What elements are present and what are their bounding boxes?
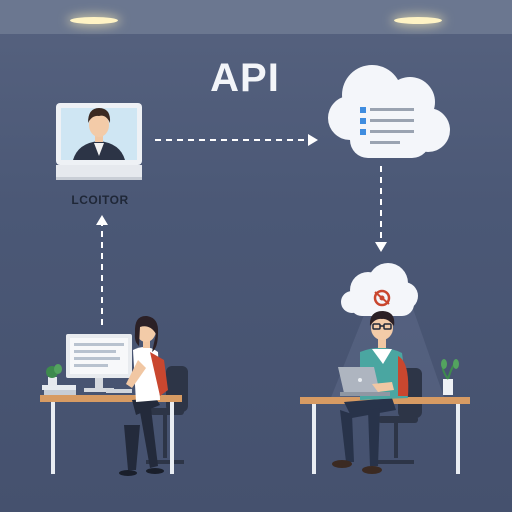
right-workstation (300, 311, 470, 474)
small-cloud-icon (341, 263, 418, 316)
person-on-screen-icon (73, 108, 125, 160)
plant-icon-right (441, 359, 459, 395)
remote-monitor (56, 103, 142, 180)
keyboard (106, 389, 132, 393)
left-chair-back (166, 366, 188, 412)
arrowhead-down-icon (375, 242, 387, 252)
left-workstation (40, 315, 188, 476)
arrows (101, 139, 382, 325)
ceiling-lamp-right (394, 17, 442, 24)
left-desk-top (40, 395, 182, 402)
checklist-icon (360, 107, 414, 144)
cloud-icon (328, 65, 450, 158)
developer-user-icon (332, 311, 409, 474)
monitor-label: LCOITOR (71, 193, 129, 207)
emblem-icon (373, 289, 391, 307)
ceiling-lamp-left (70, 17, 118, 24)
arrowhead-right-icon (308, 134, 318, 146)
glasses-icon (372, 323, 392, 330)
api-title: API (210, 56, 280, 100)
small-cloud (341, 263, 418, 316)
monitor-chin (56, 165, 142, 178)
woman-user-icon (119, 315, 168, 476)
cloud-server (328, 65, 450, 158)
arrowheads (96, 134, 387, 252)
plant-icon (46, 364, 62, 386)
arrowhead-up-icon (96, 215, 108, 225)
